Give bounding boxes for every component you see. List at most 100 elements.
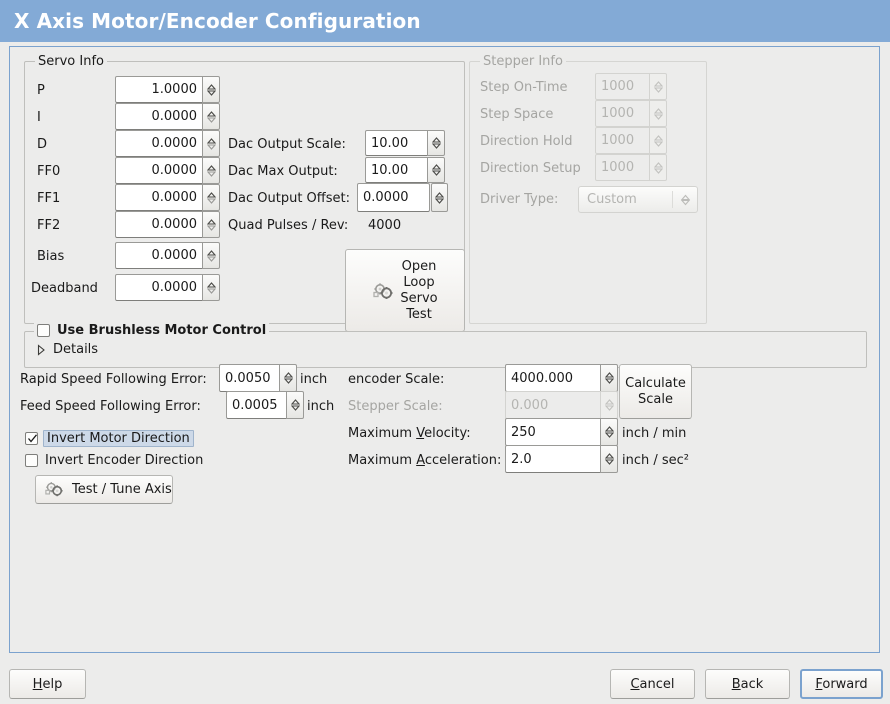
spin-down-icon[interactable] bbox=[431, 143, 441, 149]
spin-down-icon[interactable] bbox=[604, 378, 614, 384]
spin-down-icon[interactable] bbox=[604, 432, 614, 438]
spin-up-icon[interactable] bbox=[604, 372, 614, 378]
spin-down-icon[interactable] bbox=[290, 405, 300, 411]
spin-down-icon[interactable] bbox=[435, 197, 444, 204]
chevron-right-icon[interactable] bbox=[35, 343, 47, 356]
dac-output-scale-spin[interactable]: 10.00 bbox=[365, 130, 445, 156]
feed-speed-error-entry[interactable]: 0.0005 bbox=[226, 391, 287, 419]
servo-spin-ff2[interactable]: 0.0000 bbox=[115, 211, 220, 238]
servo-spin-deadband[interactable]: 0.0000 bbox=[115, 274, 220, 301]
servo-spin-i-stepper[interactable] bbox=[203, 103, 220, 130]
dac-output-offset-entry[interactable]: 0.0000 bbox=[357, 183, 430, 212]
servo-spin-i-entry[interactable]: 0.0000 bbox=[115, 103, 203, 130]
spin-up-icon[interactable] bbox=[206, 83, 216, 90]
servo-spin-deadband-entry[interactable]: 0.0000 bbox=[115, 274, 203, 301]
invert-motor-direction-checkbox[interactable]: Invert Motor Direction bbox=[25, 430, 194, 447]
stepper-info-legend: Stepper Info bbox=[480, 54, 566, 69]
servo-spin-d-entry[interactable]: 0.0000 bbox=[115, 130, 203, 157]
spin-up-icon[interactable] bbox=[206, 137, 216, 144]
spin-up-icon[interactable] bbox=[604, 426, 614, 432]
maximum-velocity-entry[interactable]: 250 bbox=[505, 418, 601, 446]
servo-spin-bias[interactable]: 0.0000 bbox=[115, 242, 220, 269]
invert-encoder-direction-checkbox[interactable]: Invert Encoder Direction bbox=[25, 453, 203, 468]
use-brushless-checkbox[interactable]: Use Brushless Motor Control bbox=[34, 323, 270, 338]
spin-down-icon[interactable] bbox=[206, 143, 216, 150]
servo-spin-p-entry[interactable]: 1.0000 bbox=[115, 76, 203, 103]
calculate-scale-button[interactable]: Calculate Scale bbox=[619, 364, 692, 419]
dac-output-scale-entry[interactable]: 10.00 bbox=[365, 130, 428, 156]
dac-output-scale-stepper[interactable] bbox=[428, 130, 445, 156]
servo-spin-deadband-stepper[interactable] bbox=[203, 274, 220, 301]
spin-up-icon[interactable] bbox=[206, 110, 216, 117]
feed-speed-error-stepper[interactable] bbox=[287, 391, 304, 419]
rapid-speed-error-stepper[interactable] bbox=[280, 364, 297, 392]
maximum-acceleration-label: Maximum Acceleration: bbox=[348, 453, 501, 469]
test-tune-axis-button[interactable]: Test / Tune Axis bbox=[35, 475, 173, 504]
spin-down-icon[interactable] bbox=[431, 170, 441, 176]
cancel-button[interactable]: Cancel bbox=[610, 669, 695, 699]
encoder-scale-spin[interactable]: 4000.000 bbox=[505, 364, 618, 392]
rapid-speed-error-entry[interactable]: 0.0050 bbox=[219, 364, 280, 392]
servo-spin-ff0-entry[interactable]: 0.0000 bbox=[115, 157, 203, 184]
checkbox-box[interactable] bbox=[25, 432, 38, 445]
dac-max-output-entry[interactable]: 10.00 bbox=[365, 157, 428, 183]
encoder-scale-entry[interactable]: 4000.000 bbox=[505, 364, 601, 392]
dac-max-output-stepper[interactable] bbox=[428, 157, 445, 183]
details-expander[interactable]: Details bbox=[35, 342, 98, 357]
feed-speed-error-spin[interactable]: 0.0005 bbox=[226, 391, 304, 419]
servo-spin-ff1-stepper[interactable] bbox=[203, 184, 220, 211]
encoder-scale-stepper[interactable] bbox=[601, 364, 618, 392]
maximum-acceleration-spin[interactable]: 2.0 bbox=[505, 445, 618, 473]
spin-up-icon[interactable] bbox=[290, 399, 300, 405]
servo-spin-p[interactable]: 1.0000 bbox=[115, 76, 220, 103]
spin-up-icon[interactable] bbox=[206, 218, 216, 225]
rapid-speed-error-spin[interactable]: 0.0050 bbox=[219, 364, 297, 392]
spin-down-icon[interactable] bbox=[206, 255, 216, 262]
servo-spin-ff0-stepper[interactable] bbox=[203, 157, 220, 184]
help-button[interactable]: Help bbox=[9, 669, 86, 699]
spin-up-icon[interactable] bbox=[206, 164, 216, 171]
spin-down-icon[interactable] bbox=[206, 224, 216, 231]
spin-up-icon[interactable] bbox=[435, 191, 444, 198]
servo-spin-p-stepper[interactable] bbox=[203, 76, 220, 103]
spin-down-icon[interactable] bbox=[604, 459, 614, 465]
open-loop-servo-test-button[interactable]: Open Loop Servo Test bbox=[345, 249, 465, 332]
spin-down-icon[interactable] bbox=[206, 89, 216, 96]
spin-up-icon[interactable] bbox=[431, 137, 441, 143]
servo-spin-bias-stepper[interactable] bbox=[203, 242, 220, 269]
spin-up-icon[interactable] bbox=[206, 281, 216, 288]
dac-max-output-spin[interactable]: 10.00 bbox=[365, 157, 445, 183]
maximum-velocity-stepper[interactable] bbox=[601, 418, 618, 446]
spin-down-icon[interactable] bbox=[206, 287, 216, 294]
servo-spin-ff1-entry[interactable]: 0.0000 bbox=[115, 184, 203, 211]
maximum-acceleration-stepper[interactable] bbox=[601, 445, 618, 473]
spin-down-icon[interactable] bbox=[206, 197, 216, 204]
checkbox-box[interactable] bbox=[25, 454, 38, 467]
open-loop-line-4: Test bbox=[406, 306, 432, 322]
checkbox-box[interactable] bbox=[37, 324, 50, 337]
spin-up-icon[interactable] bbox=[206, 249, 216, 256]
servo-spin-d[interactable]: 0.0000 bbox=[115, 130, 220, 157]
spin-down-icon[interactable] bbox=[206, 116, 216, 123]
servo-spin-bias-entry[interactable]: 0.0000 bbox=[115, 242, 203, 269]
spin-down-icon[interactable] bbox=[283, 378, 293, 384]
servo-spin-ff2-entry[interactable]: 0.0000 bbox=[115, 211, 203, 238]
forward-button[interactable]: Forward bbox=[800, 669, 883, 699]
servo-spin-ff0[interactable]: 0.0000 bbox=[115, 157, 220, 184]
spin-up-icon[interactable] bbox=[283, 372, 293, 378]
dac-output-offset-spin[interactable]: 0.0000 bbox=[357, 183, 449, 212]
dac-output-offset-stepper[interactable] bbox=[431, 183, 448, 212]
spin-up-icon[interactable] bbox=[206, 191, 216, 198]
back-button[interactable]: Back bbox=[705, 669, 790, 699]
maximum-acceleration-unit: inch / sec² bbox=[622, 453, 690, 468]
maximum-acceleration-entry[interactable]: 2.0 bbox=[505, 445, 601, 473]
spin-up-icon[interactable] bbox=[431, 164, 441, 170]
spin-up-icon[interactable] bbox=[604, 453, 614, 459]
servo-spin-i[interactable]: 0.0000 bbox=[115, 103, 220, 130]
step-on-time-label: Step On-Time bbox=[480, 80, 568, 95]
maximum-velocity-spin[interactable]: 250 bbox=[505, 418, 618, 446]
servo-spin-d-stepper[interactable] bbox=[203, 130, 220, 157]
servo-spin-ff2-stepper[interactable] bbox=[203, 211, 220, 238]
servo-spin-ff1[interactable]: 0.0000 bbox=[115, 184, 220, 211]
spin-down-icon[interactable] bbox=[206, 170, 216, 177]
